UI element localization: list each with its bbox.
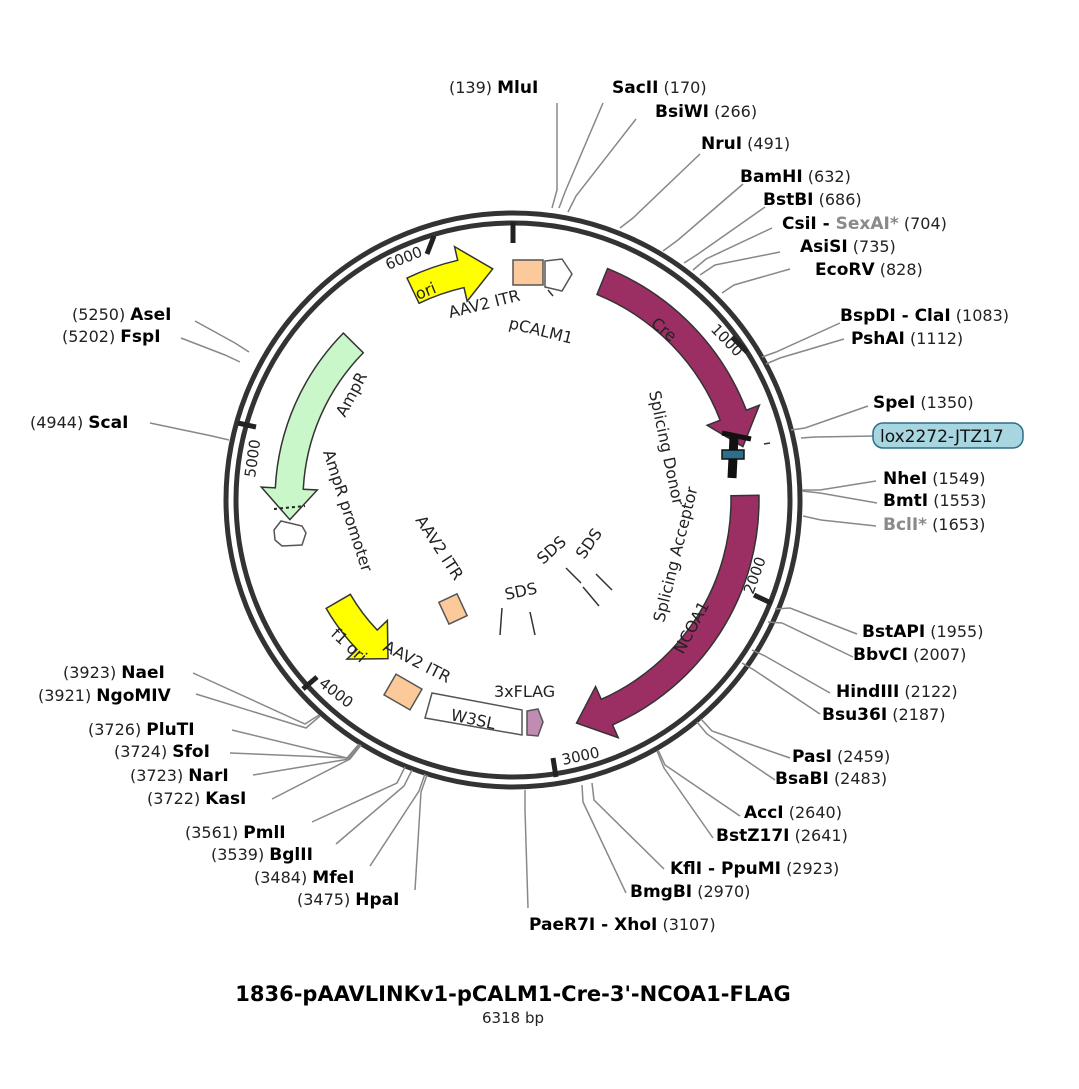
aav2-itr-bottom-box[interactable] xyxy=(382,673,424,711)
site-label[interactable]: BsaBI (2483) xyxy=(775,769,887,789)
sds-label-3: SDS xyxy=(572,525,606,563)
pcalm1-arrow[interactable] xyxy=(544,258,573,292)
site-label[interactable]: (3484) MfeI xyxy=(254,868,354,888)
inner-connector-lines xyxy=(499,289,771,636)
aav2-itr-center-box[interactable] xyxy=(437,592,469,626)
ncoa1-feature-arrow[interactable] xyxy=(575,494,760,740)
plasmid-length: 6318 bp xyxy=(482,1009,544,1027)
site-label[interactable]: (139) MluI xyxy=(449,78,538,98)
site-label[interactable]: NheI (1549) xyxy=(883,469,985,489)
ampr-promoter-arrow[interactable] xyxy=(273,520,307,547)
site-label[interactable]: PaeR7I - XhoI (3107) xyxy=(529,915,716,935)
tick-4000 xyxy=(301,675,319,691)
site-label[interactable]: EcoRV (828) xyxy=(815,260,923,280)
tick-2000 xyxy=(752,592,773,606)
aav2-itr-center-label: AAV2 ITR xyxy=(412,512,468,584)
tick-6000 xyxy=(424,235,437,255)
lox-site-marker[interactable] xyxy=(721,430,752,479)
site-label[interactable]: BspDI - ClaI (1083) xyxy=(840,306,1009,326)
ampr-feature-arrow[interactable] xyxy=(259,332,365,521)
site-label[interactable]: BclI* (1653) xyxy=(883,515,985,535)
scale-ticks xyxy=(237,222,773,778)
site-label[interactable]: (3724) SfoI xyxy=(114,742,210,762)
site-label[interactable]: BmtI (1553) xyxy=(883,491,986,511)
site-label[interactable]: PasI (2459) xyxy=(792,747,890,767)
site-label[interactable]: HindIII (2122) xyxy=(836,682,958,702)
site-label[interactable]: SacII (170) xyxy=(612,78,707,98)
site-label[interactable]: BstBI (686) xyxy=(763,190,862,210)
site-label[interactable]: (5250) AseI xyxy=(72,305,171,325)
site-label[interactable]: (5202) FspI xyxy=(62,327,161,347)
site-leader-lines xyxy=(149,102,878,909)
site-label[interactable]: (3561) PmlI xyxy=(185,823,286,843)
tick-label-4000: 4000 xyxy=(316,674,357,712)
site-label[interactable]: AccI (2640) xyxy=(744,803,842,823)
ori-feature-arrow[interactable] xyxy=(405,245,494,305)
site-label[interactable]: Bsu36I (2187) xyxy=(822,705,945,725)
site-label[interactable]: (3726) PluTI xyxy=(88,720,195,740)
site-label[interactable]: PshAI (1112) xyxy=(851,329,963,349)
site-label[interactable]: BsiWI (266) xyxy=(655,102,757,122)
cre-feature-arrow[interactable] xyxy=(595,267,761,448)
w3sl-box[interactable] xyxy=(424,692,523,736)
tick-3000 xyxy=(550,757,559,778)
site-label[interactable]: (3539) BglII xyxy=(211,845,313,865)
lox-highlight-label: lox2272-JTZ17 xyxy=(880,427,1004,447)
plasmid-title: 1836-pAAVLINKv1-pCALM1-Cre-3'-NCOA1-FLAG xyxy=(235,982,790,1006)
flag-label: 3xFLAG xyxy=(494,682,555,701)
aav2-itr-bottom-label: AAV2 ITR xyxy=(380,637,454,687)
backbone-outer-ring xyxy=(223,210,803,790)
f1-ori-feature-arrow[interactable] xyxy=(325,593,389,660)
site-label[interactable]: (3723) NarI xyxy=(130,766,229,786)
sds-label-2: SDS xyxy=(533,532,570,568)
site-label[interactable]: BbvCI (2007) xyxy=(853,645,966,665)
tick-5000 xyxy=(237,420,257,430)
site-label[interactable]: BamHI (632) xyxy=(740,167,851,187)
site-label[interactable]: AsiSI (735) xyxy=(800,237,896,257)
aav2-itr-top-box[interactable] xyxy=(512,259,544,286)
site-label[interactable]: (3475) HpaI xyxy=(297,890,400,910)
site-label[interactable]: SpeI (1350) xyxy=(873,393,974,413)
site-label[interactable]: (3923) NaeI xyxy=(63,663,165,683)
site-label[interactable]: BstZ17I (2641) xyxy=(716,826,848,846)
site-label[interactable]: BstAPI (1955) xyxy=(862,622,983,642)
site-label[interactable]: NruI (491) xyxy=(701,134,790,154)
site-label[interactable]: (3722) KasI xyxy=(147,789,246,809)
ampr-dotted xyxy=(273,505,306,510)
tick-label-5000: 5000 xyxy=(241,438,264,478)
pcalm1-label: pCALM1 xyxy=(507,313,575,347)
enzyme-site-labels: (139) MluI SacII (170) BsiWI (266) NruI … xyxy=(30,78,1009,935)
sds-label-1: SDS xyxy=(503,579,539,604)
site-label[interactable]: BmgBI (2970) xyxy=(630,882,750,902)
ampr-promoter-label: AmpR promoter xyxy=(319,447,376,574)
site-label[interactable]: KflI - PpuMI (2923) xyxy=(670,859,839,879)
feature-layer xyxy=(259,245,761,740)
site-label[interactable]: CsiI - SexAI* (704) xyxy=(782,214,947,234)
tick-1000 xyxy=(730,335,749,354)
site-label[interactable]: (4944) ScaI xyxy=(30,413,128,433)
lox-highlight-box[interactable] xyxy=(872,422,1024,449)
site-label[interactable]: (3921) NgoMIV xyxy=(38,686,172,706)
flag-tag-arrow[interactable] xyxy=(526,708,544,737)
